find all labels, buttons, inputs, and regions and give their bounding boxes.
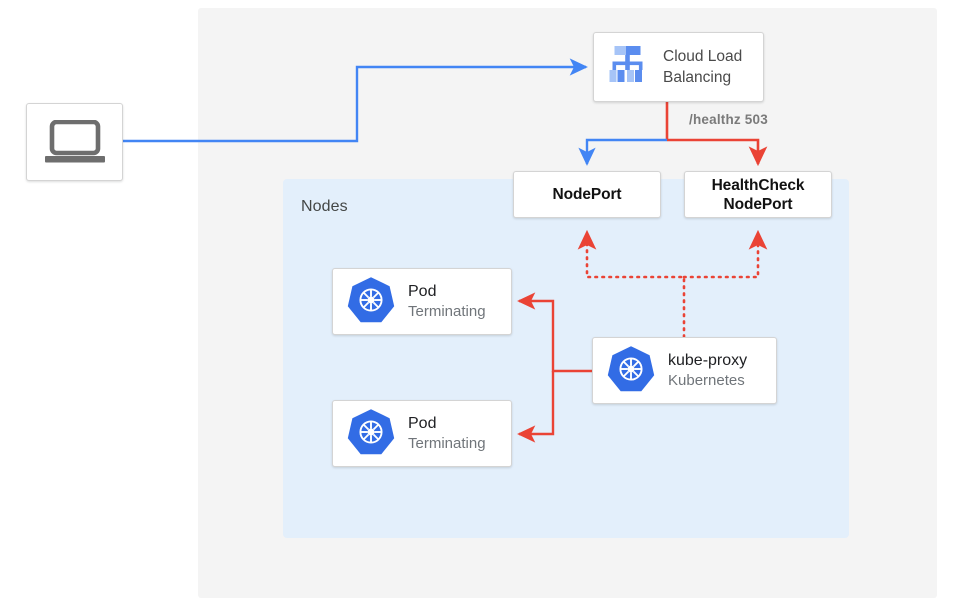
cloud-load-balancing-label: Cloud Load Balancing <box>663 48 743 86</box>
nodeport-node[interactable]: NodePort <box>513 171 661 218</box>
kube-proxy-node[interactable]: kube-proxy Kubernetes <box>592 337 777 404</box>
pod-status-1: Terminating <box>408 302 486 320</box>
pod-status-2: Terminating <box>408 434 486 452</box>
healthz-edge-label: /healthz 503 <box>689 112 768 127</box>
kube-proxy-title: kube-proxy <box>668 351 748 369</box>
kubernetes-icon <box>607 344 655 397</box>
pod-title-2: Pod <box>408 414 437 432</box>
pod-node-2[interactable]: Pod Terminating <box>332 400 512 467</box>
pod-title-1: Pod <box>408 282 437 300</box>
pod-node-1[interactable]: Pod Terminating <box>332 268 512 335</box>
pod-text-1: Pod Terminating <box>408 282 486 322</box>
kube-proxy-text: kube-proxy Kubernetes <box>668 351 747 391</box>
kubernetes-icon <box>347 275 395 328</box>
pod-text-2: Pod Terminating <box>408 414 486 454</box>
cloud-load-balancing-node[interactable]: Cloud Load Balancing <box>593 32 764 102</box>
kubernetes-icon <box>347 407 395 460</box>
healthcheck-nodeport-label: HealthCheck NodePort <box>711 176 805 213</box>
nodes-group-label: Nodes <box>301 198 348 215</box>
client-node[interactable] <box>26 103 123 181</box>
healthcheck-nodeport-node[interactable]: HealthCheck NodePort <box>684 171 832 218</box>
laptop-icon <box>44 120 106 164</box>
nodeport-label: NodePort <box>552 186 622 203</box>
cloud-load-balancing-icon <box>605 44 651 91</box>
kube-proxy-subtitle: Kubernetes <box>668 371 745 389</box>
